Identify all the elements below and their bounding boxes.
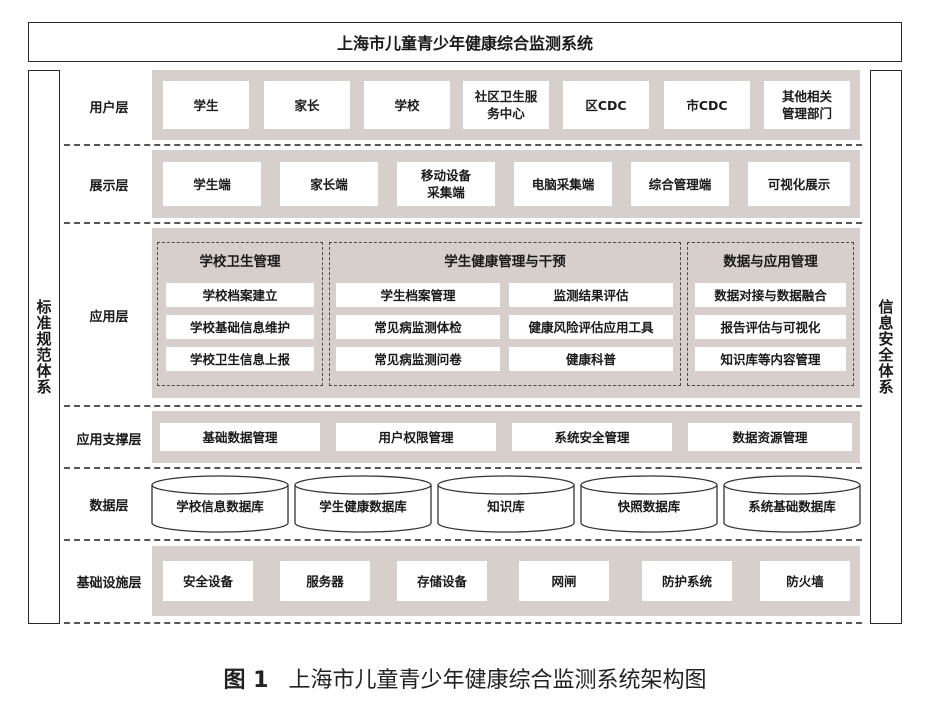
layer-label-support: 应用支撑层 <box>76 432 142 448</box>
display-item: 综合管理端 <box>631 162 729 206</box>
display-item: 移动设备 采集端 <box>397 162 495 206</box>
app-item: 常见病监测问卷 <box>336 347 500 371</box>
infra-item: 防护系统 <box>642 561 732 601</box>
infra-item: 存储设备 <box>397 561 487 601</box>
support-item: 数据资源管理 <box>688 423 852 451</box>
infra-item: 防火墙 <box>760 561 850 601</box>
user-item: 学生 <box>163 81 249 129</box>
app-item: 健康科普 <box>509 347 673 371</box>
app-item: 监测结果评估 <box>509 283 673 307</box>
app-item: 知识库等内容管理 <box>695 347 846 371</box>
user-item: 社区卫生服 务中心 <box>463 81 549 129</box>
database-cylinders <box>151 475 861 533</box>
separator <box>64 539 862 541</box>
infra-layer-band <box>152 546 860 616</box>
support-item: 基础数据管理 <box>160 423 320 451</box>
layer-label-application: 应用层 <box>89 309 129 325</box>
figure-number: 图 1 <box>223 668 269 693</box>
figure-caption: 图 1 上海市儿童青少年健康综合监测系统架构图 <box>0 662 930 694</box>
layer-label-user: 用户层 <box>89 100 129 116</box>
app-item: 数据对接与数据融合 <box>695 283 846 307</box>
data-item: 学生健康数据库 <box>319 498 407 514</box>
separator <box>64 405 862 407</box>
app-item: 报告评估与可视化 <box>695 315 846 339</box>
app-item: 健康风险评估应用工具 <box>509 315 673 339</box>
data-item: 快照数据库 <box>617 498 681 514</box>
diagram-title: 上海市儿童青少年健康综合监测系统 <box>28 22 902 62</box>
left-side-box: 标准规范体系 <box>28 70 60 624</box>
layer-label-display: 展示层 <box>89 178 129 194</box>
display-item: 家长端 <box>280 162 378 206</box>
support-item: 用户权限管理 <box>336 423 496 451</box>
right-side-label: 信息安全体系 <box>876 299 895 395</box>
app-item: 学生档案管理 <box>336 283 500 307</box>
data-item: 学校信息数据库 <box>176 498 264 514</box>
group-title: 学校卫生管理 <box>199 254 281 270</box>
right-side-box: 信息安全体系 <box>870 70 902 624</box>
database-icon <box>437 475 575 533</box>
group-title: 数据与应用管理 <box>723 254 818 270</box>
group-title: 学生健康管理与干预 <box>444 254 566 270</box>
user-item: 其他相关 管理部门 <box>764 81 850 129</box>
app-item: 学校卫生信息上报 <box>166 347 314 371</box>
user-item: 区CDC <box>563 81 649 129</box>
user-item: 学校 <box>364 81 450 129</box>
group-student-health <box>329 242 681 386</box>
data-item: 知识库 <box>487 498 525 514</box>
layer-label-data: 数据层 <box>89 498 129 514</box>
infra-item: 安全设备 <box>163 561 253 601</box>
separator <box>64 222 862 224</box>
left-side-label: 标准规范体系 <box>34 299 53 395</box>
caption-text: 上海市儿童青少年健康综合监测系统架构图 <box>288 668 707 693</box>
display-item: 可视化展示 <box>748 162 850 206</box>
separator <box>64 144 862 146</box>
database-icon <box>580 475 718 533</box>
database-icon <box>294 475 432 533</box>
display-item: 学生端 <box>163 162 261 206</box>
separator <box>64 467 862 469</box>
display-layer-band <box>152 150 860 218</box>
layer-label-infra: 基础设施层 <box>76 575 142 591</box>
infra-item: 服务器 <box>280 561 370 601</box>
display-item: 电脑采集端 <box>514 162 612 206</box>
database-icon <box>723 475 861 533</box>
group-data-app-mgmt <box>687 242 854 386</box>
support-item: 系统安全管理 <box>512 423 672 451</box>
user-item: 家长 <box>264 81 350 129</box>
data-item: 系统基础数据库 <box>748 498 836 514</box>
group-school-health <box>157 242 323 386</box>
infra-item: 网闸 <box>519 561 609 601</box>
user-item: 市CDC <box>664 81 750 129</box>
app-item: 常见病监测体检 <box>336 315 500 339</box>
database-icon <box>151 475 289 533</box>
separator <box>64 622 862 624</box>
app-item: 学校档案建立 <box>166 283 314 307</box>
app-item: 学校基础信息维护 <box>166 315 314 339</box>
